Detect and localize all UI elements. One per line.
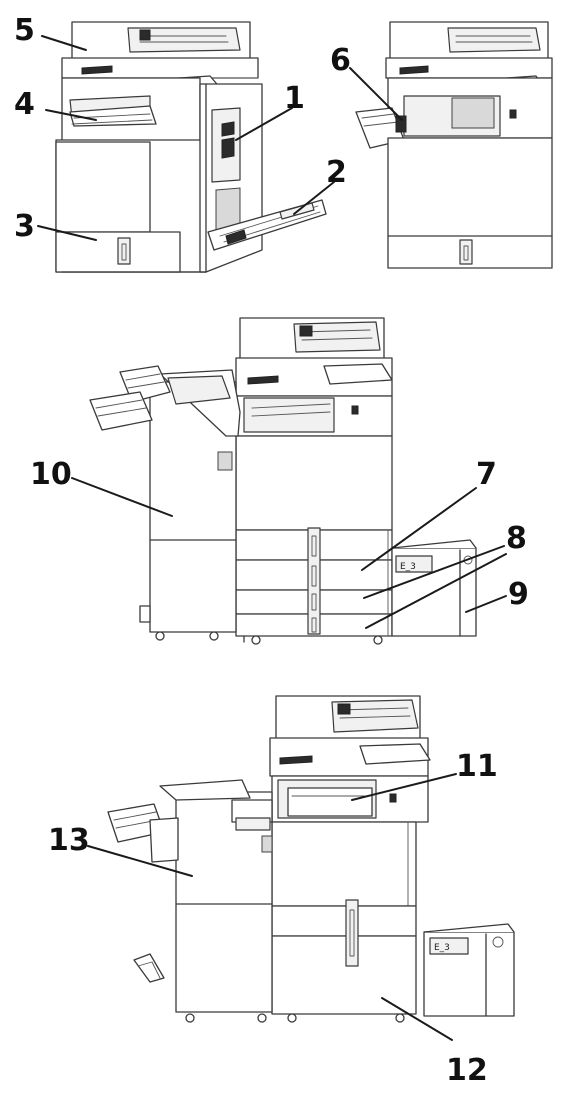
- tray-stack: [235, 527, 393, 637]
- high-capacity-feeder: E_3: [391, 539, 477, 637]
- tray-tag-label-2: E_3: [434, 943, 450, 953]
- printer-basic-configuration: [55, 21, 327, 273]
- callout-9: 9: [508, 577, 529, 612]
- leader-12: [381, 997, 453, 1041]
- callout-12: 12: [446, 1053, 488, 1088]
- callout-3: 3: [14, 209, 35, 244]
- callout-8: 8: [506, 521, 527, 556]
- standard-tray: [55, 231, 181, 273]
- scanner-adf: [61, 21, 259, 79]
- leader-3: [37, 225, 97, 241]
- leader-11: [351, 773, 457, 801]
- leader-10: [71, 477, 173, 517]
- tray-tag-label: E_3: [400, 562, 416, 572]
- callout-7: 7: [476, 457, 497, 492]
- callout-leaders: [37, 35, 507, 1041]
- leader-2: [293, 181, 335, 215]
- callout-13: 13: [48, 823, 90, 858]
- callout-numbers: 1 2 3 4 5 6 7 8 9 10 11 12 13: [14, 13, 529, 1088]
- large-finisher: [107, 779, 273, 1023]
- callout-2: 2: [326, 155, 347, 190]
- internal-finisher-area: [271, 775, 429, 823]
- callout-5: 5: [14, 13, 35, 48]
- booklet-finisher: [89, 365, 241, 641]
- leader-7: [361, 487, 477, 571]
- leader-4: [45, 109, 97, 121]
- printer-with-booklet-finisher-and-trays: E_3: [89, 317, 477, 645]
- side-door: [211, 107, 241, 239]
- printer-with-staple-finisher: [355, 21, 553, 269]
- callout-10: 10: [30, 457, 72, 492]
- callout-11: 11: [456, 749, 498, 784]
- leader-9: [465, 595, 507, 613]
- leader-8b: [365, 553, 507, 629]
- leader-6: [349, 67, 403, 121]
- leader-1: [235, 107, 293, 141]
- leader-5: [41, 35, 87, 51]
- side-high-capacity-feeder: E_3: [423, 923, 515, 1017]
- leader-13: [87, 845, 193, 877]
- callout-4: 4: [14, 87, 35, 122]
- callout-1: 1: [284, 81, 305, 116]
- callout-6: 6: [330, 43, 351, 78]
- tandem-tray: [271, 899, 417, 1015]
- printer-with-large-finisher: E_3: [107, 695, 515, 1023]
- leader-8a: [363, 545, 505, 599]
